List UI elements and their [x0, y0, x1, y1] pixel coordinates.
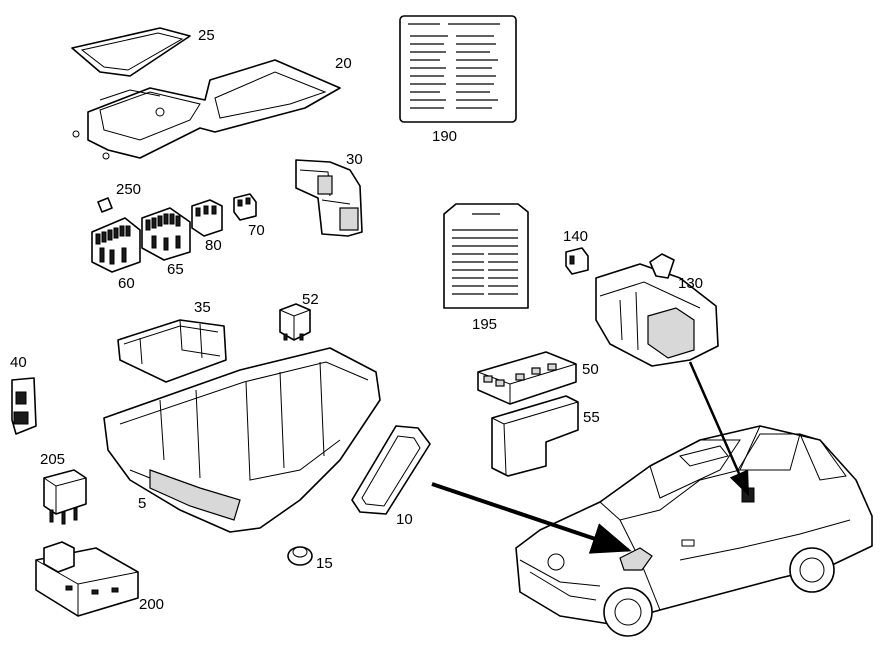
- part-52-relay: [279, 303, 311, 341]
- callout-50: 50: [582, 361, 599, 378]
- callout-35: 35: [194, 299, 211, 316]
- car-illustration: [515, 425, 873, 637]
- callout-30: 30: [346, 151, 363, 168]
- part-10-gasket: [351, 425, 431, 515]
- callout-70: 70: [248, 222, 265, 239]
- callout-52: 52: [302, 291, 319, 308]
- part-5-housing: [103, 347, 381, 533]
- callout-60: 60: [118, 275, 135, 292]
- callout-25: 25: [198, 27, 215, 44]
- part-190-label: [399, 15, 517, 123]
- part-140-clip: [565, 247, 589, 275]
- part-20-cover: [72, 59, 341, 160]
- part-15-grommet: [287, 546, 313, 566]
- part-130-module-housing: [595, 253, 719, 367]
- part-205-relay: [43, 469, 87, 525]
- leader-arrow-housing: [431, 482, 632, 554]
- callout-40: 40: [10, 354, 27, 371]
- part-80-relay-block: [191, 199, 223, 237]
- callout-80: 80: [205, 237, 222, 254]
- leader-arrow-module: [688, 361, 750, 497]
- callout-190: 190: [432, 128, 458, 145]
- callout-205: 205: [40, 451, 66, 468]
- part-40-mount: [11, 377, 37, 435]
- callout-5: 5: [138, 495, 147, 512]
- part-25-lid: [71, 27, 191, 77]
- callout-10: 10: [396, 511, 413, 528]
- callout-140: 140: [563, 228, 589, 245]
- callout-55: 55: [583, 409, 600, 426]
- callout-195: 195: [472, 316, 498, 333]
- part-195-info-card: [443, 203, 529, 309]
- part-200-base-tray: [35, 541, 139, 617]
- part-35-bracket: [117, 319, 227, 383]
- callout-15: 15: [316, 555, 333, 572]
- part-30-relay-carrier: [295, 159, 363, 237]
- callout-130: 130: [678, 275, 704, 292]
- callout-20: 20: [335, 55, 352, 72]
- part-60-fuse-block: [91, 217, 141, 273]
- part-65-fuse-block: [141, 207, 191, 261]
- callout-250: 250: [116, 181, 142, 198]
- callout-200: 200: [139, 596, 165, 613]
- callout-65: 65: [167, 261, 184, 278]
- part-55-cover-plate: [491, 395, 579, 477]
- part-50-control-unit: [477, 351, 577, 405]
- leader-lines: [431, 361, 750, 554]
- part-250-fuse: [97, 197, 113, 213]
- part-70-connector: [233, 193, 257, 221]
